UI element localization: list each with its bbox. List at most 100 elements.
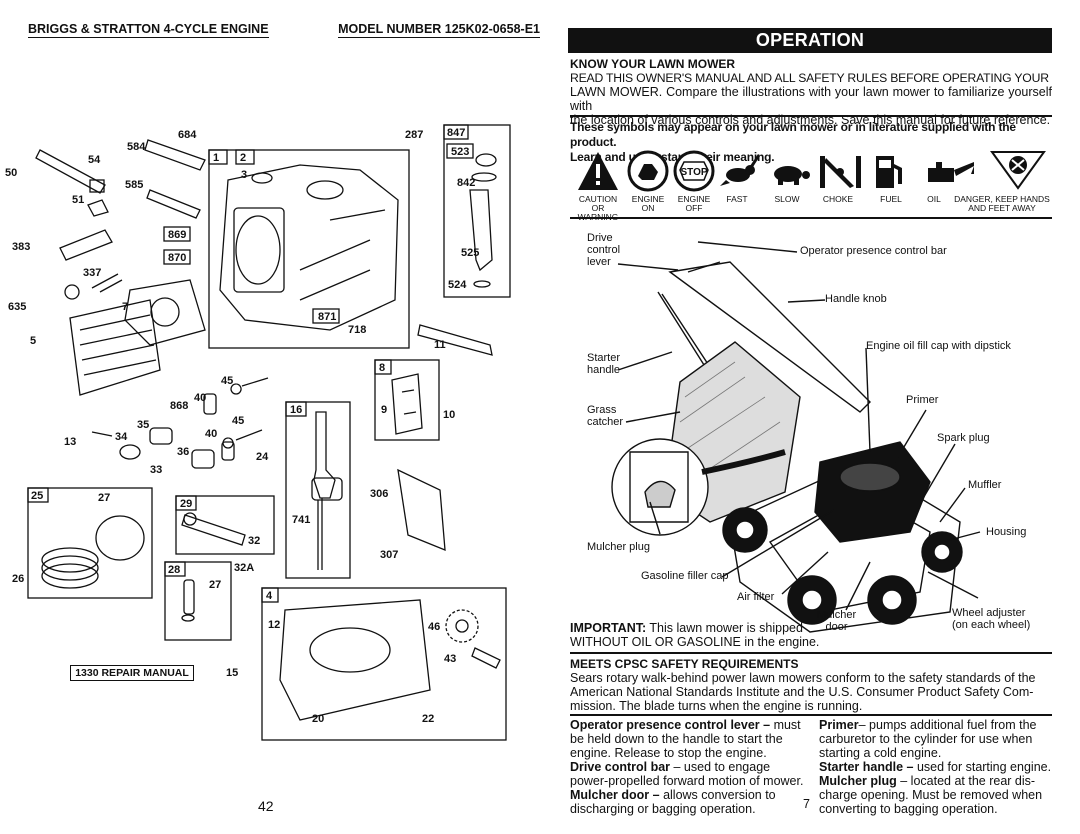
callout-primer: Primer — [906, 394, 939, 406]
cpsc-text: Sears rotary walk-behind power lawn mowe… — [570, 671, 1054, 713]
part-label-585: 585 — [125, 179, 143, 191]
part-label-20: 20 — [312, 713, 324, 725]
caption-engine-off-l1: ENGINE — [677, 194, 711, 204]
symbols-line-2: Learn and understand their meaning. — [570, 150, 775, 164]
cpsc-line-3: mission. The blade turns when the engine… — [570, 699, 863, 713]
callout-mulcher-door-l2: door — [825, 621, 848, 633]
callout-wheel-adjuster: Wheel adjuster (on each wheel) — [952, 607, 1030, 631]
fuel-pump-icon — [876, 156, 902, 188]
important-line-2: WITHOUT OIL OR GASOLINE in the engine. — [570, 635, 820, 649]
part-label-45: 45 — [232, 415, 244, 427]
important-note: IMPORTANT: This lawn mower is shipped WI… — [570, 621, 830, 649]
part-label-869: 869 — [168, 229, 186, 241]
part-label-16: 16 — [290, 404, 302, 416]
box-dipstick — [443, 124, 511, 298]
col2-text-4: used for starting engine. — [913, 760, 1052, 774]
know-line-1: READ THIS OWNER'S MANUAL AND ALL SAFETY … — [570, 71, 1049, 85]
part-label-524: 524 — [448, 279, 467, 291]
callout-mulcher-door: Mulcher door — [817, 609, 856, 633]
col1-text-1: must — [770, 718, 801, 732]
choke-icon — [820, 156, 861, 188]
part-label-15: 15 — [226, 667, 238, 679]
operation-banner: OPERATION — [568, 28, 1052, 53]
col1-term-4: Drive control bar — [570, 760, 671, 774]
know-mower-title: KNOW YOUR LAWN MOWER — [570, 57, 736, 71]
cpsc-line-1: Sears rotary walk-behind power lawn mowe… — [570, 671, 1036, 685]
part-label-45: 45 — [221, 375, 233, 387]
col1-text-3: engine. Release to stop the engine. — [570, 746, 767, 760]
col1-text-6: allows conversion to — [659, 788, 776, 802]
model-number: MODEL NUMBER 125K02-0658-E1 — [338, 22, 540, 38]
part-label-868: 868 — [170, 400, 188, 412]
cpsc-title: MEETS CPSC SAFETY REQUIREMENTS — [570, 657, 799, 671]
col1-text-2: be held down to the handle to start the — [570, 732, 783, 746]
part-label-1: 1 — [213, 152, 219, 164]
part-label-684: 684 — [178, 129, 197, 141]
oil-can-icon — [928, 162, 974, 182]
part-label-2: 2 — [240, 152, 246, 164]
caption-choke: CHOKE — [822, 194, 854, 204]
engine-on-icon — [627, 150, 669, 192]
part-label-25: 25 — [31, 490, 43, 502]
callout-wheel-adj-l1: Wheel adjuster — [952, 607, 1026, 619]
part-label-383: 383 — [12, 241, 30, 253]
part-label-46: 46 — [428, 621, 440, 633]
box-sump — [261, 587, 507, 741]
divider — [570, 115, 1052, 117]
box-crankcase — [208, 149, 410, 349]
callout-drive-control: Drive control lever — [587, 232, 620, 268]
callout-drive-l3: lever — [587, 256, 611, 268]
part-label-32: 32 — [248, 535, 260, 547]
callout-starter-handle: Starter handle — [587, 352, 620, 376]
part-label-27: 27 — [98, 492, 110, 504]
part-label-11: 11 — [434, 339, 446, 351]
part-label-8: 8 — [379, 362, 385, 374]
divider — [570, 714, 1052, 716]
box-crankshaft — [285, 401, 351, 579]
callout-spark-plug: Spark plug — [937, 432, 990, 444]
part-label-847: 847 — [447, 127, 465, 139]
col2-text-5: – located at the rear dis- — [896, 774, 1036, 788]
callout-gas-cap: Gasoline filler cap — [641, 570, 729, 582]
part-label-22: 22 — [422, 713, 434, 725]
part-label-24: 24 — [256, 451, 269, 463]
part-label-12: 12 — [268, 619, 280, 631]
part-label-741: 741 — [292, 514, 310, 526]
part-label-43: 43 — [444, 653, 456, 665]
repair-manual-label: 1330 REPAIR MANUAL — [70, 665, 194, 681]
col2-term-5: Mulcher plug — [819, 774, 897, 788]
callout-muffler: Muffler — [968, 479, 1002, 491]
part-label-26: 26 — [12, 573, 24, 585]
part-label-27: 27 — [209, 579, 221, 591]
callout-grass-catcher: Grass catcher — [587, 404, 623, 428]
callout-mulcher-plug: Mulcher plug — [587, 541, 650, 553]
part-label-5: 5 — [30, 335, 36, 347]
callout-mulcher-door-l1: Mulcher — [817, 609, 857, 621]
part-label-635: 635 — [8, 301, 26, 313]
caption-fuel: FUEL — [880, 194, 902, 204]
caption-fast: FAST — [726, 194, 748, 204]
col2-term-4: Starter handle – — [819, 760, 914, 774]
part-label-523: 523 — [451, 146, 469, 158]
part-label-32A: 32A — [234, 562, 254, 574]
part-label-3: 3 — [241, 169, 247, 181]
caption-slow: SLOW — [774, 194, 800, 204]
part-label-51: 51 — [72, 194, 84, 206]
important-label: IMPORTANT: — [570, 621, 647, 635]
callout-starter-l2: handle — [587, 364, 621, 376]
page-number-left: 42 — [258, 798, 274, 814]
col2-term-1: Primer — [819, 718, 859, 732]
part-label-4: 4 — [266, 590, 273, 602]
callout-oil-fill: Engine oil fill cap with dipstick — [866, 340, 1011, 352]
symbols-intro: These symbols may appear on your lawn mo… — [570, 120, 1052, 165]
col2-text-7: converting to bagging operation. — [819, 802, 998, 816]
controls-column-1: Operator presence control lever – must b… — [570, 718, 810, 816]
callout-handle-knob: Handle knob — [825, 293, 887, 305]
callout-starter-l1: Starter — [587, 352, 621, 364]
callout-housing: Housing — [986, 526, 1027, 538]
turtle-icon — [774, 166, 810, 185]
stop-icon: STOP — [673, 150, 715, 192]
part-label-10: 10 — [443, 409, 455, 421]
